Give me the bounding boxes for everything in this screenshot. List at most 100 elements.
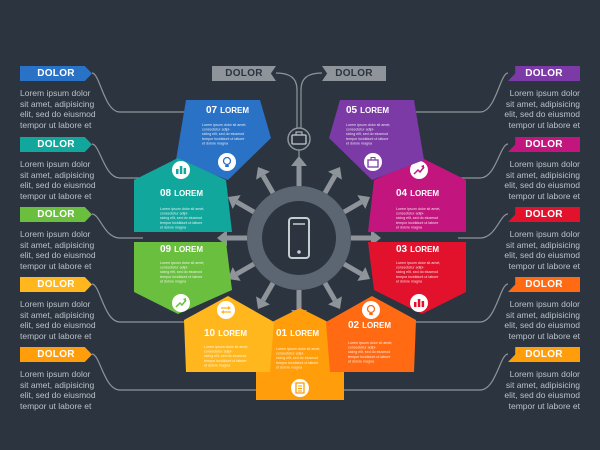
side-description-line: elit, sed do eiusmod <box>504 390 580 401</box>
segment-text-line: sicing elit, sed do eiusmod <box>160 270 202 274</box>
side-description-line: Lorem ipsum dolor <box>509 88 580 98</box>
segment-title: LOREM <box>410 189 439 198</box>
side-tag-left: DOLOR <box>20 137 92 152</box>
side-description-line: sit amet, adipisicing <box>20 379 95 390</box>
side-description-line: tempor ut labore et <box>508 400 580 411</box>
segment-text-line: tempor incididunt ut labore <box>204 359 246 363</box>
segment-text-line: consectetur adipi- <box>348 346 377 350</box>
side-tag-right: DOLOR <box>508 347 580 362</box>
side-description-line: elit, sed do eiusmod <box>20 320 96 331</box>
segment-text-line: tempor incididunt ut labore <box>160 275 202 279</box>
side-description-line: sit amet, adipisicing <box>505 379 580 390</box>
segment-shape <box>329 100 424 180</box>
side-description-line: elit, sed do eiusmod <box>20 250 96 261</box>
hub-arrow-head <box>357 195 371 209</box>
hub-arrow-head <box>328 296 342 310</box>
segment-text-line: sicing elit, sed do eiusmod <box>160 216 202 220</box>
side-description-line: sit amet, adipisicing <box>505 98 580 109</box>
side-tag-left: DOLOR <box>20 207 92 222</box>
briefcase-icon <box>364 153 382 171</box>
side-description-line: tempor ut labore et <box>20 190 92 201</box>
hub-core <box>262 201 336 275</box>
connector-left <box>91 353 275 391</box>
segment-text-line: tempor incididunt ut labore <box>346 137 388 141</box>
hub-arrow-head <box>328 166 342 180</box>
side-description-line: sit amet, adipisicing <box>505 239 580 250</box>
hub <box>247 186 351 290</box>
segment-text-line: sicing elit, sed do eiusmod <box>276 356 318 360</box>
side-description-line: Lorem ipsum dolor <box>509 229 580 239</box>
segment-text-line: sicing elit, sed do eiusmod <box>348 350 390 354</box>
segment-number: 01 <box>276 328 288 339</box>
segment-shape <box>134 158 232 232</box>
segment-text-line: sicing elit, sed do eiusmod <box>396 216 438 220</box>
hub-arrow-shaft <box>322 281 338 302</box>
hub-arrow-shaft <box>342 199 363 215</box>
segment-text-line: tempor incididunt ut labore <box>396 275 438 279</box>
segment-title: LOREM <box>218 329 247 338</box>
side-description-line: elit, sed do eiusmod <box>20 180 96 191</box>
top-tag-left: DOLOR <box>212 66 276 81</box>
segment-text-line: Lorem ipsum dolor sit amet, <box>396 207 440 211</box>
side-description-line: tempor ut labore et <box>508 260 580 271</box>
segment-text-line: Lorem ipsum dolor sit amet, <box>202 123 246 127</box>
segment-text-line: et dolore magna <box>348 359 374 363</box>
segment-number: 08 <box>160 188 172 199</box>
segment-shape <box>326 296 416 372</box>
hub-arrow-shaft <box>322 174 338 195</box>
segment-text-line: tempor incididunt ut labore <box>160 221 202 225</box>
top-tag-right: DOLOR <box>322 66 386 81</box>
side-tag-right: DOLOR <box>508 66 580 81</box>
segment-text-line: et dolore magna <box>160 225 186 229</box>
connector-left <box>91 213 143 239</box>
side-description-line: elit, sed do eiusmod <box>504 320 580 331</box>
segment-number: 10 <box>204 328 216 339</box>
segment-number: 09 <box>160 244 172 255</box>
hub-arrow-shaft <box>260 281 276 302</box>
segment-text-line: Lorem ipsum dolor sit amet, <box>348 341 392 345</box>
segment-text-line: consectetur adipi- <box>346 128 375 132</box>
connector-left <box>91 143 148 179</box>
briefcase-icon <box>287 127 311 151</box>
segment-text-line: Lorem ipsum dolor sit amet, <box>160 207 204 211</box>
side-description-line: Lorem ipsum dolor <box>20 369 91 379</box>
side-description-line: sit amet, adipisicing <box>505 169 580 180</box>
hub-arrow-shaft <box>342 261 363 277</box>
connector-right <box>408 72 509 113</box>
segment-text-line: Lorem ipsum dolor sit amet, <box>204 345 248 349</box>
hub-arrow-head <box>227 267 241 281</box>
segment-text-line: et dolore magna <box>396 279 422 283</box>
side-description-line: Lorem ipsum dolor <box>20 299 91 309</box>
side-tag-left: DOLOR <box>20 66 92 81</box>
connector-right <box>325 353 509 391</box>
side-description-line: tempor ut labore et <box>20 260 92 271</box>
side-description-line: elit, sed do eiusmod <box>20 109 96 120</box>
hub-arrow-head <box>227 195 241 209</box>
bar-chart-icon <box>172 161 190 179</box>
segment-number: 05 <box>346 105 358 116</box>
side-tag-right: DOLOR <box>508 277 580 292</box>
segment-text-line: sicing elit, sed do eiusmod <box>204 354 246 358</box>
segment-shape <box>368 242 466 314</box>
lightbulb-icon <box>218 153 236 171</box>
segment-text-line: tempor incididunt ut labore <box>396 221 438 225</box>
side-description-line: Lorem ipsum dolor <box>509 299 580 309</box>
